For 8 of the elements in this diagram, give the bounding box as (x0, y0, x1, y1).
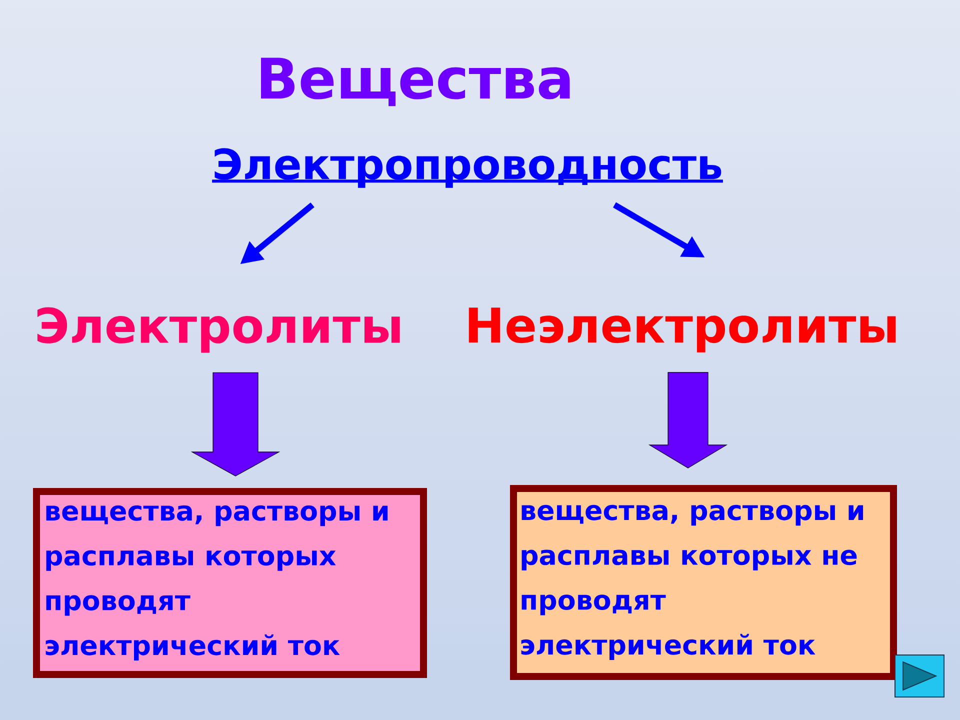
underlined-heading: Электропроводность (212, 148, 723, 188)
block-arrow (190, 372, 280, 476)
definition-box: вещества, растворы и расплавы которых не проводят электрический ток (510, 484, 897, 680)
definition-box: вещества, растворы и расплавы которых проводят электрический ток (33, 488, 427, 678)
title: Вещества (261, 58, 570, 106)
block-arrow (648, 372, 728, 468)
category-label: Электролиты (37, 307, 400, 353)
category-label: Неэлектролиты (468, 308, 896, 352)
